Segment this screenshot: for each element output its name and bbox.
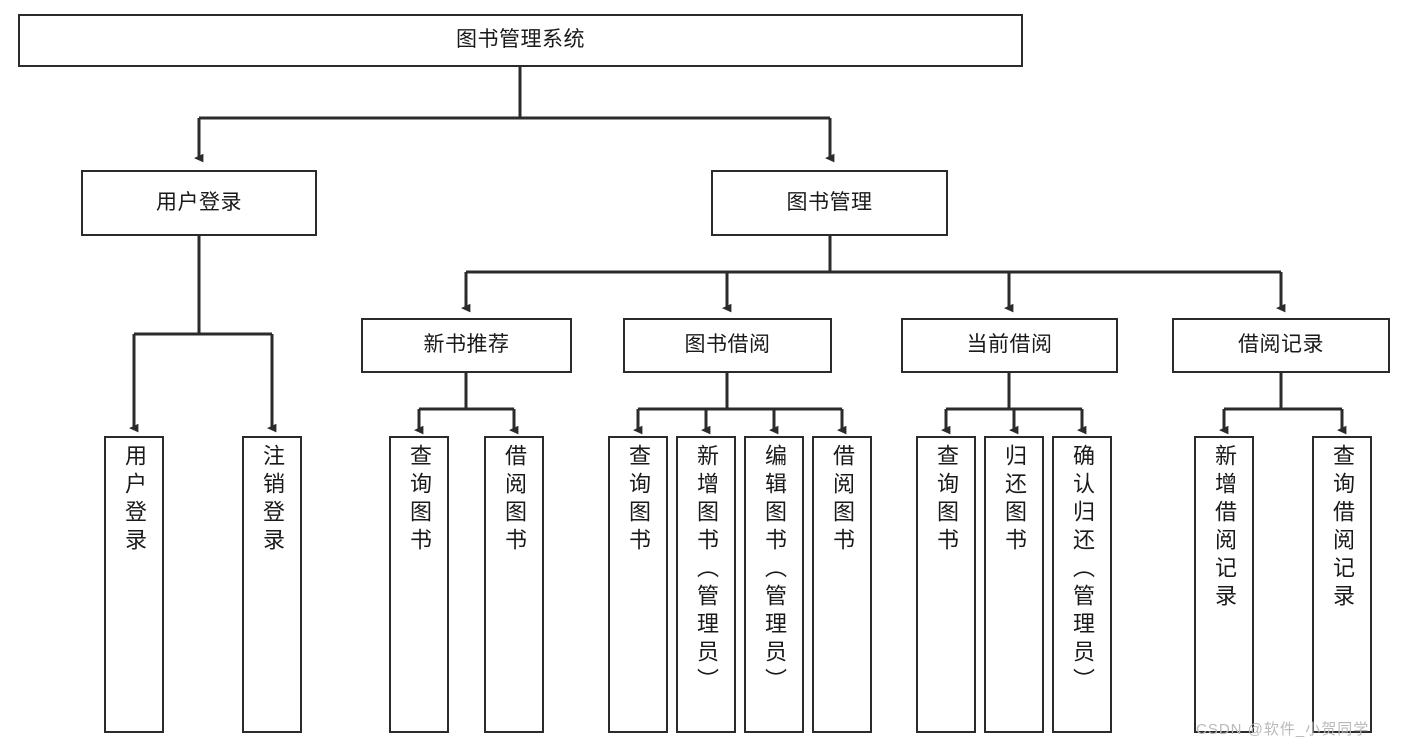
node-leaf-return-book[interactable]: 归还图书 <box>984 436 1044 733</box>
node-leaf-query-book-2-label: 查询图书 <box>626 444 651 556</box>
node-leaf-borrow-book-1[interactable]: 借阅图书 <box>484 436 544 733</box>
node-leaf-query-book-2[interactable]: 查询图书 <box>608 436 668 733</box>
node-root-label: 图书管理系统 <box>456 28 585 52</box>
node-leaf-return-book-label: 归还图书 <box>1002 444 1027 556</box>
node-leaf-borrow-book-1-label: 借阅图书 <box>502 444 527 556</box>
node-book-manage[interactable]: 图书管理 <box>711 170 948 236</box>
csdn-watermark: CSDN @软件_小贺同学 <box>1196 721 1370 738</box>
node-leaf-add-record[interactable]: 新增借阅记录 <box>1194 436 1254 733</box>
node-book-manage-label: 图书管理 <box>786 190 873 214</box>
node-leaf-query-book-3[interactable]: 查询图书 <box>916 436 976 733</box>
node-book-borrow-label: 图书借阅 <box>684 333 771 357</box>
node-leaf-edit-book-label: 编辑图书（管理员） <box>762 444 787 696</box>
node-leaf-add-book-label: 新增图书（管理员） <box>694 444 719 696</box>
node-leaf-query-record[interactable]: 查询借阅记录 <box>1312 436 1372 733</box>
node-leaf-logout-login[interactable]: 注销登录 <box>242 436 302 733</box>
node-leaf-user-login-label: 用户登录 <box>122 444 147 556</box>
node-borrow-record-label: 借阅记录 <box>1238 333 1324 357</box>
node-leaf-borrow-book-2[interactable]: 借阅图书 <box>812 436 872 733</box>
node-leaf-query-book-1-label: 查询图书 <box>407 444 432 556</box>
node-leaf-add-record-label: 新增借阅记录 <box>1212 444 1237 612</box>
node-leaf-edit-book[interactable]: 编辑图书（管理员） <box>744 436 804 733</box>
node-leaf-borrow-book-2-label: 借阅图书 <box>830 444 855 556</box>
node-current-borrow[interactable]: 当前借阅 <box>901 318 1118 373</box>
node-new-book-recommend-label: 新书推荐 <box>423 333 510 357</box>
node-leaf-query-record-label: 查询借阅记录 <box>1330 444 1355 612</box>
node-new-book-recommend[interactable]: 新书推荐 <box>361 318 572 373</box>
node-leaf-confirm-return[interactable]: 确认归还（管理员） <box>1052 436 1112 733</box>
node-borrow-record[interactable]: 借阅记录 <box>1172 318 1390 373</box>
node-user-login[interactable]: 用户登录 <box>81 170 317 236</box>
node-book-borrow[interactable]: 图书借阅 <box>623 318 832 373</box>
node-current-borrow-label: 当前借阅 <box>966 333 1053 357</box>
node-leaf-logout-login-label: 注销登录 <box>260 444 285 556</box>
node-leaf-query-book-3-label: 查询图书 <box>934 444 959 556</box>
node-leaf-query-book-1[interactable]: 查询图书 <box>389 436 449 733</box>
node-leaf-user-login[interactable]: 用户登录 <box>104 436 164 733</box>
node-leaf-confirm-return-label: 确认归还（管理员） <box>1070 444 1095 696</box>
node-leaf-add-book[interactable]: 新增图书（管理员） <box>676 436 736 733</box>
node-root[interactable]: 图书管理系统 <box>18 14 1023 67</box>
node-user-login-label: 用户登录 <box>156 190 242 214</box>
